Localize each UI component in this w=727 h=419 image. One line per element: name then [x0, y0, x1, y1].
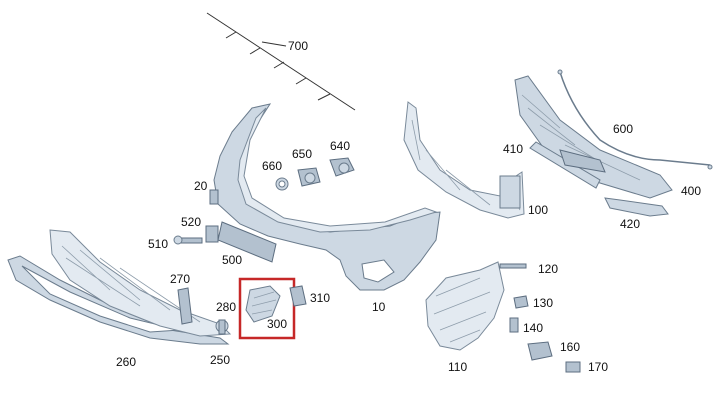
part-700-wiring-harness: [206, 12, 356, 111]
part-640-sensor: [329, 157, 355, 177]
label-310: 310: [310, 291, 330, 305]
label-270: 270: [170, 272, 190, 286]
label-640: 640: [330, 139, 350, 153]
label-120: 120: [538, 262, 558, 276]
part-260-lower-frame: [7, 255, 230, 345]
part-160-bracket: [527, 341, 553, 361]
label-140: 140: [523, 321, 543, 335]
label-300: 300: [267, 317, 287, 331]
label-100: 100: [528, 203, 548, 217]
label-20: 20: [194, 179, 208, 193]
part-140-clip: [509, 317, 519, 333]
label-520: 520: [181, 215, 201, 229]
part-400-upper-absorber: [514, 75, 673, 199]
part-310-bracket: [289, 285, 307, 307]
part-170-block: [565, 361, 581, 373]
label-510: 510: [148, 237, 168, 251]
part-110-side-bracket: [425, 261, 505, 351]
part-650-sensor: [297, 167, 321, 187]
label-420: 420: [620, 217, 640, 231]
part-120-rod: [499, 263, 527, 269]
part-270-bracket: [177, 287, 193, 325]
part-10-bumper-cover: [213, 103, 441, 291]
part-410-bar: [529, 141, 606, 189]
label-500: 500: [222, 253, 242, 267]
part-130-clip: [513, 295, 529, 309]
label-600: 600: [613, 122, 633, 136]
part-500-plate-holder: [217, 221, 277, 263]
part-300-fog-cover: [245, 285, 281, 323]
label-260: 260: [116, 355, 136, 369]
label-250: 250: [210, 353, 230, 367]
part-600-cable: [557, 69, 713, 170]
part-660-ring: [275, 177, 289, 191]
part-510-bolt: [173, 235, 203, 245]
label-10: 10: [372, 300, 386, 314]
label-280: 280: [216, 300, 236, 314]
label-400: 400: [681, 184, 701, 198]
part-20-clip: [209, 189, 219, 205]
label-160: 160: [560, 340, 580, 354]
label-660: 660: [262, 159, 282, 173]
part-520-bracket: [205, 225, 219, 243]
label-110: 110: [448, 360, 467, 374]
part-280-fastener: [215, 319, 229, 335]
part-250-lower-grille: [49, 229, 232, 337]
label-130: 130: [533, 296, 553, 310]
highlight-box: [238, 277, 296, 340]
label-170: 170: [588, 360, 608, 374]
label-650: 650: [292, 147, 312, 161]
label-410: 410: [503, 142, 523, 156]
label-700: 700: [288, 39, 308, 53]
part-420-bracket: [604, 197, 669, 217]
part-100-bumper-carrier: [403, 101, 525, 219]
